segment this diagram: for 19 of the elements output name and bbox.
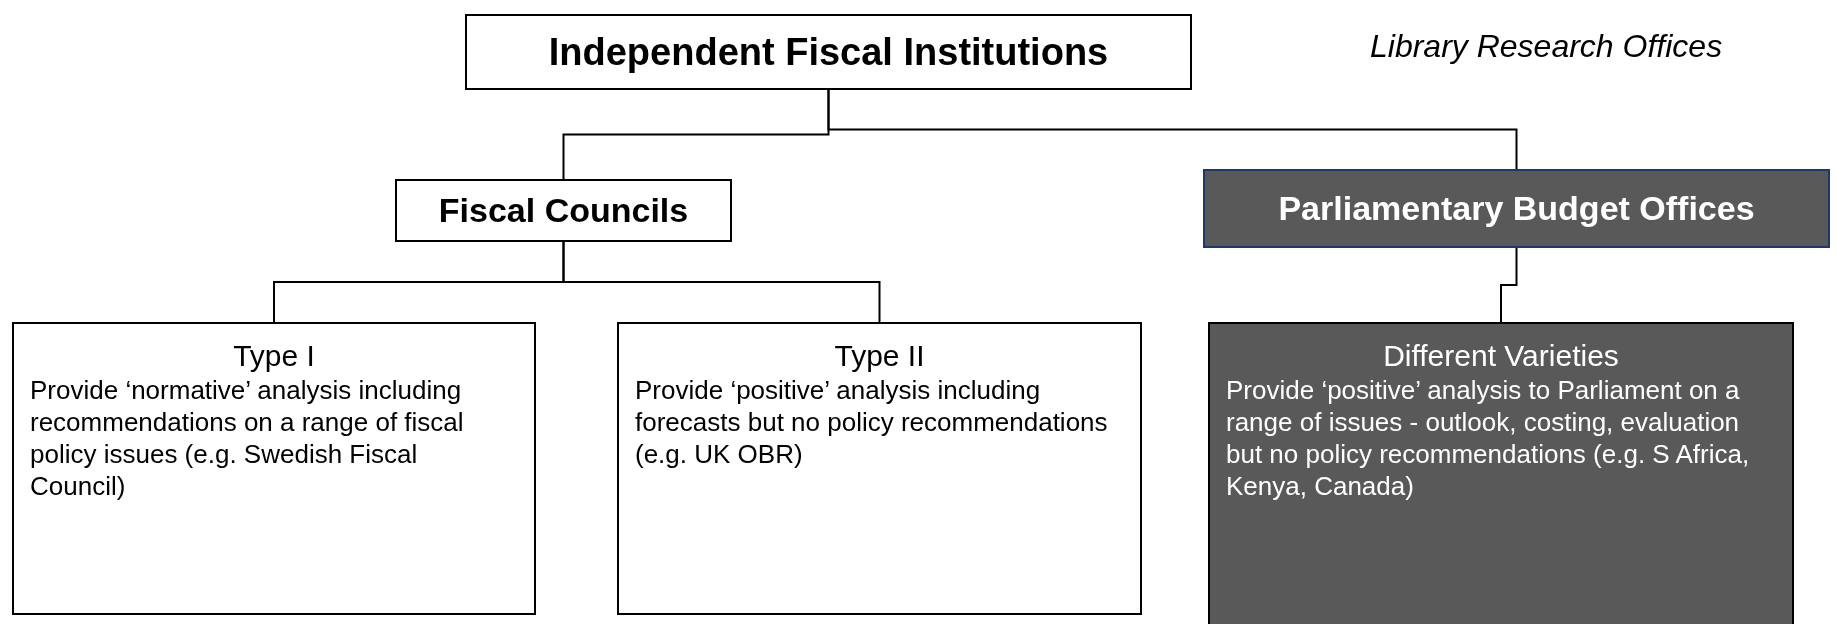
heading-box	[395, 179, 732, 242]
box-heading: Type I	[233, 338, 315, 374]
heading-box	[1203, 169, 1830, 248]
connector-line	[1500, 247, 1518, 323]
connector-line	[562, 241, 881, 323]
connector-line	[827, 89, 1518, 170]
box-description: Provide ‘positive’ analysis including forecasts but no policy recommendations (e.g. UK OBR)	[635, 374, 1109, 470]
description-box	[12, 322, 536, 615]
box-heading: Type II	[834, 338, 925, 374]
box-title: Fiscal Councils	[438, 191, 689, 230]
side-note: Library Research Offices	[1370, 28, 1723, 65]
box-description: Provide ‘normative’ analysis including recommendations on a range of fiscal policy issues (e.g. Swedish Fiscal Council)	[30, 374, 465, 502]
description-box	[617, 322, 1142, 615]
box-title: Independent Fiscal Institutions	[548, 30, 1109, 74]
description-box	[1208, 322, 1794, 624]
box-description: Provide ‘positive’ analysis to Parliament on a range of issues - outlook, costing, evaluation but no policy recommendations (e.g. S Africa, Kenya, Canada)	[1226, 374, 1751, 502]
heading-box	[465, 14, 1192, 90]
box-title: Parliamentary Budget Offices	[1278, 189, 1755, 228]
box-heading: Different Varieties	[1383, 338, 1619, 374]
